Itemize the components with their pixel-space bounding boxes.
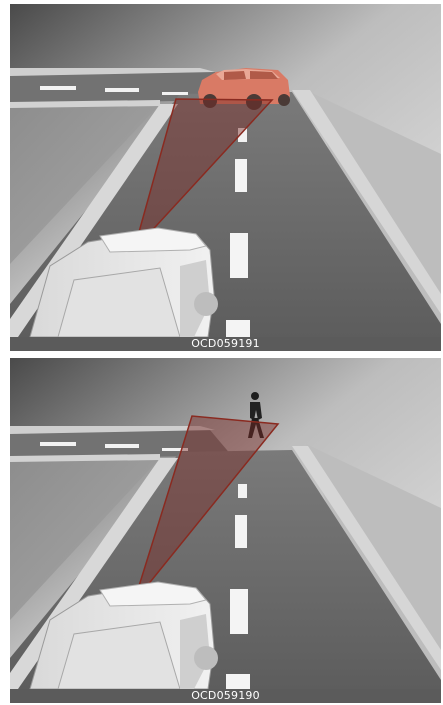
lane-mark (230, 589, 248, 634)
lane-mark (226, 674, 250, 689)
scene-vehicle (10, 4, 441, 337)
illustration-vehicle-detection (10, 4, 441, 337)
lane-mark (235, 159, 247, 192)
lane-mark (162, 92, 188, 95)
lane-mark (40, 442, 76, 446)
illustration-pedestrian-detection (10, 358, 441, 689)
lane-mark (230, 233, 248, 278)
lane-mark (235, 515, 247, 548)
figure-caption-bottom: OCD059190 (10, 689, 441, 703)
scene-pedestrian (10, 358, 441, 689)
lane-mark (105, 444, 139, 448)
lane-mark (238, 484, 247, 498)
figure-caption-top: OCD059191 (10, 337, 441, 351)
lane-mark (226, 320, 250, 337)
lane-mark (105, 88, 139, 92)
lane-mark (40, 86, 76, 90)
